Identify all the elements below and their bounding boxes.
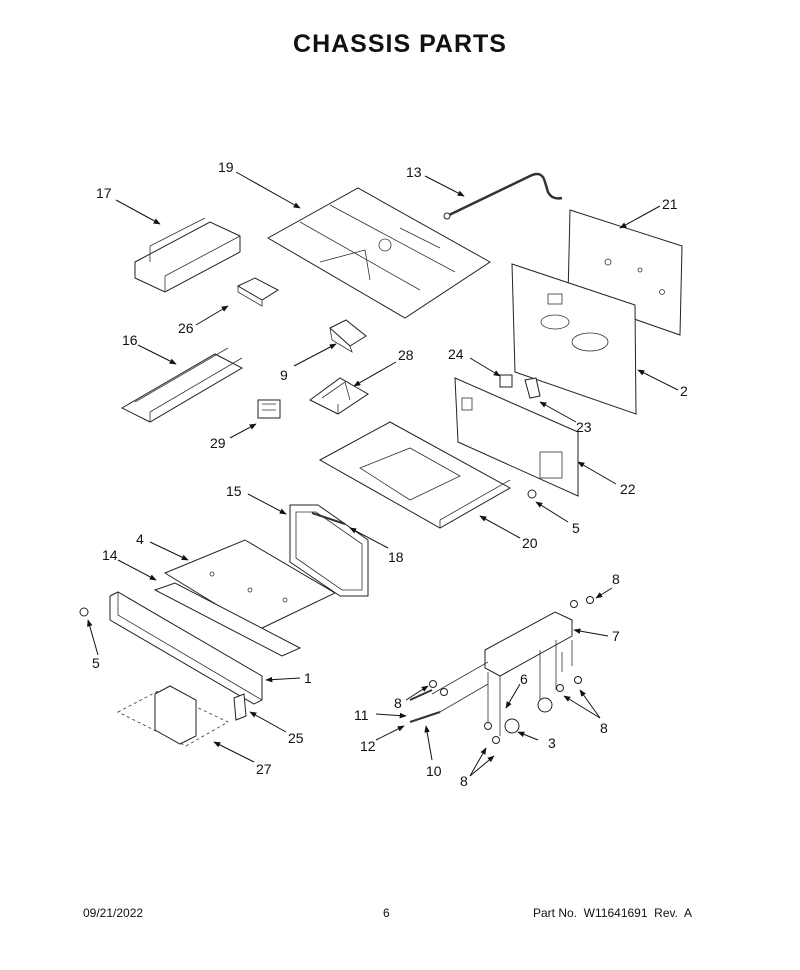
part-24-connector [499,374,513,388]
callout-20: 20 [522,535,538,551]
part-26-bracket [236,277,280,307]
part-16-rail [120,347,244,423]
part-15-gasket [289,504,369,597]
callout-19: 19 [218,159,234,175]
page-title: CHASSIS PARTS [293,30,507,58]
part-1-kick-panel [109,591,263,705]
callout-8b: 8 [394,695,402,711]
screws [79,489,594,744]
callout-14: 14 [102,547,118,563]
footer-date: 09/21/2022 [83,906,144,920]
part-13-tube [443,172,563,220]
callout-3: 3 [548,735,556,751]
callout-10: 10 [426,763,442,779]
callout-26: 26 [178,320,194,336]
part-25-bracket [233,693,247,721]
callout-21: 21 [662,196,678,212]
callout-28: 28 [398,347,414,363]
leader-lines [87,171,679,777]
footer-part-number: Part No. W11641691 Rev. A [533,906,692,920]
callout-17: 17 [96,185,112,201]
callout-11: 11 [354,707,369,723]
callout-23: 23 [576,419,592,435]
part-27-box [117,685,229,747]
callout-6: 6 [520,671,528,687]
part-28-bracket [309,377,369,415]
callout-8c: 8 [600,720,608,736]
callout-4: 4 [136,531,144,547]
callout-25: 25 [288,730,304,746]
callout-29: 29 [210,435,226,451]
callout-13: 13 [406,164,422,180]
part-17-bracket [134,217,241,293]
callout-labels: 17 19 13 21 2 26 16 9 28 29 24 23 22 5 2… [92,159,688,789]
part-14-trim [153,582,302,657]
callout-12: 12 [360,738,376,754]
callout-5b: 5 [572,520,580,536]
callout-2: 2 [680,383,688,399]
callout-22: 22 [620,481,636,497]
part-2-rear-frame [511,263,637,415]
callout-8d: 8 [460,773,468,789]
part-9-bracket [329,319,367,353]
callout-24: 24 [448,346,464,362]
callout-5a: 5 [92,655,100,671]
part-22-control-panel [454,377,579,497]
callout-27: 27 [256,761,272,777]
callout-16: 16 [122,332,138,348]
callout-8a: 8 [612,571,620,587]
part-20-tray [318,421,512,529]
base-assembly [409,611,573,736]
footer-page-number: 6 [383,906,390,920]
callout-7: 7 [612,628,620,644]
callout-15: 15 [226,483,242,499]
part-19-top-panel [266,187,491,319]
callout-1: 1 [304,670,312,686]
callout-18: 18 [388,549,404,565]
callout-9: 9 [280,367,288,383]
part-29-switch [257,399,281,419]
part-23-clip [524,377,541,399]
exploded-parts-diagram: 17 19 13 21 2 26 16 9 28 29 24 23 22 5 2… [79,159,688,789]
